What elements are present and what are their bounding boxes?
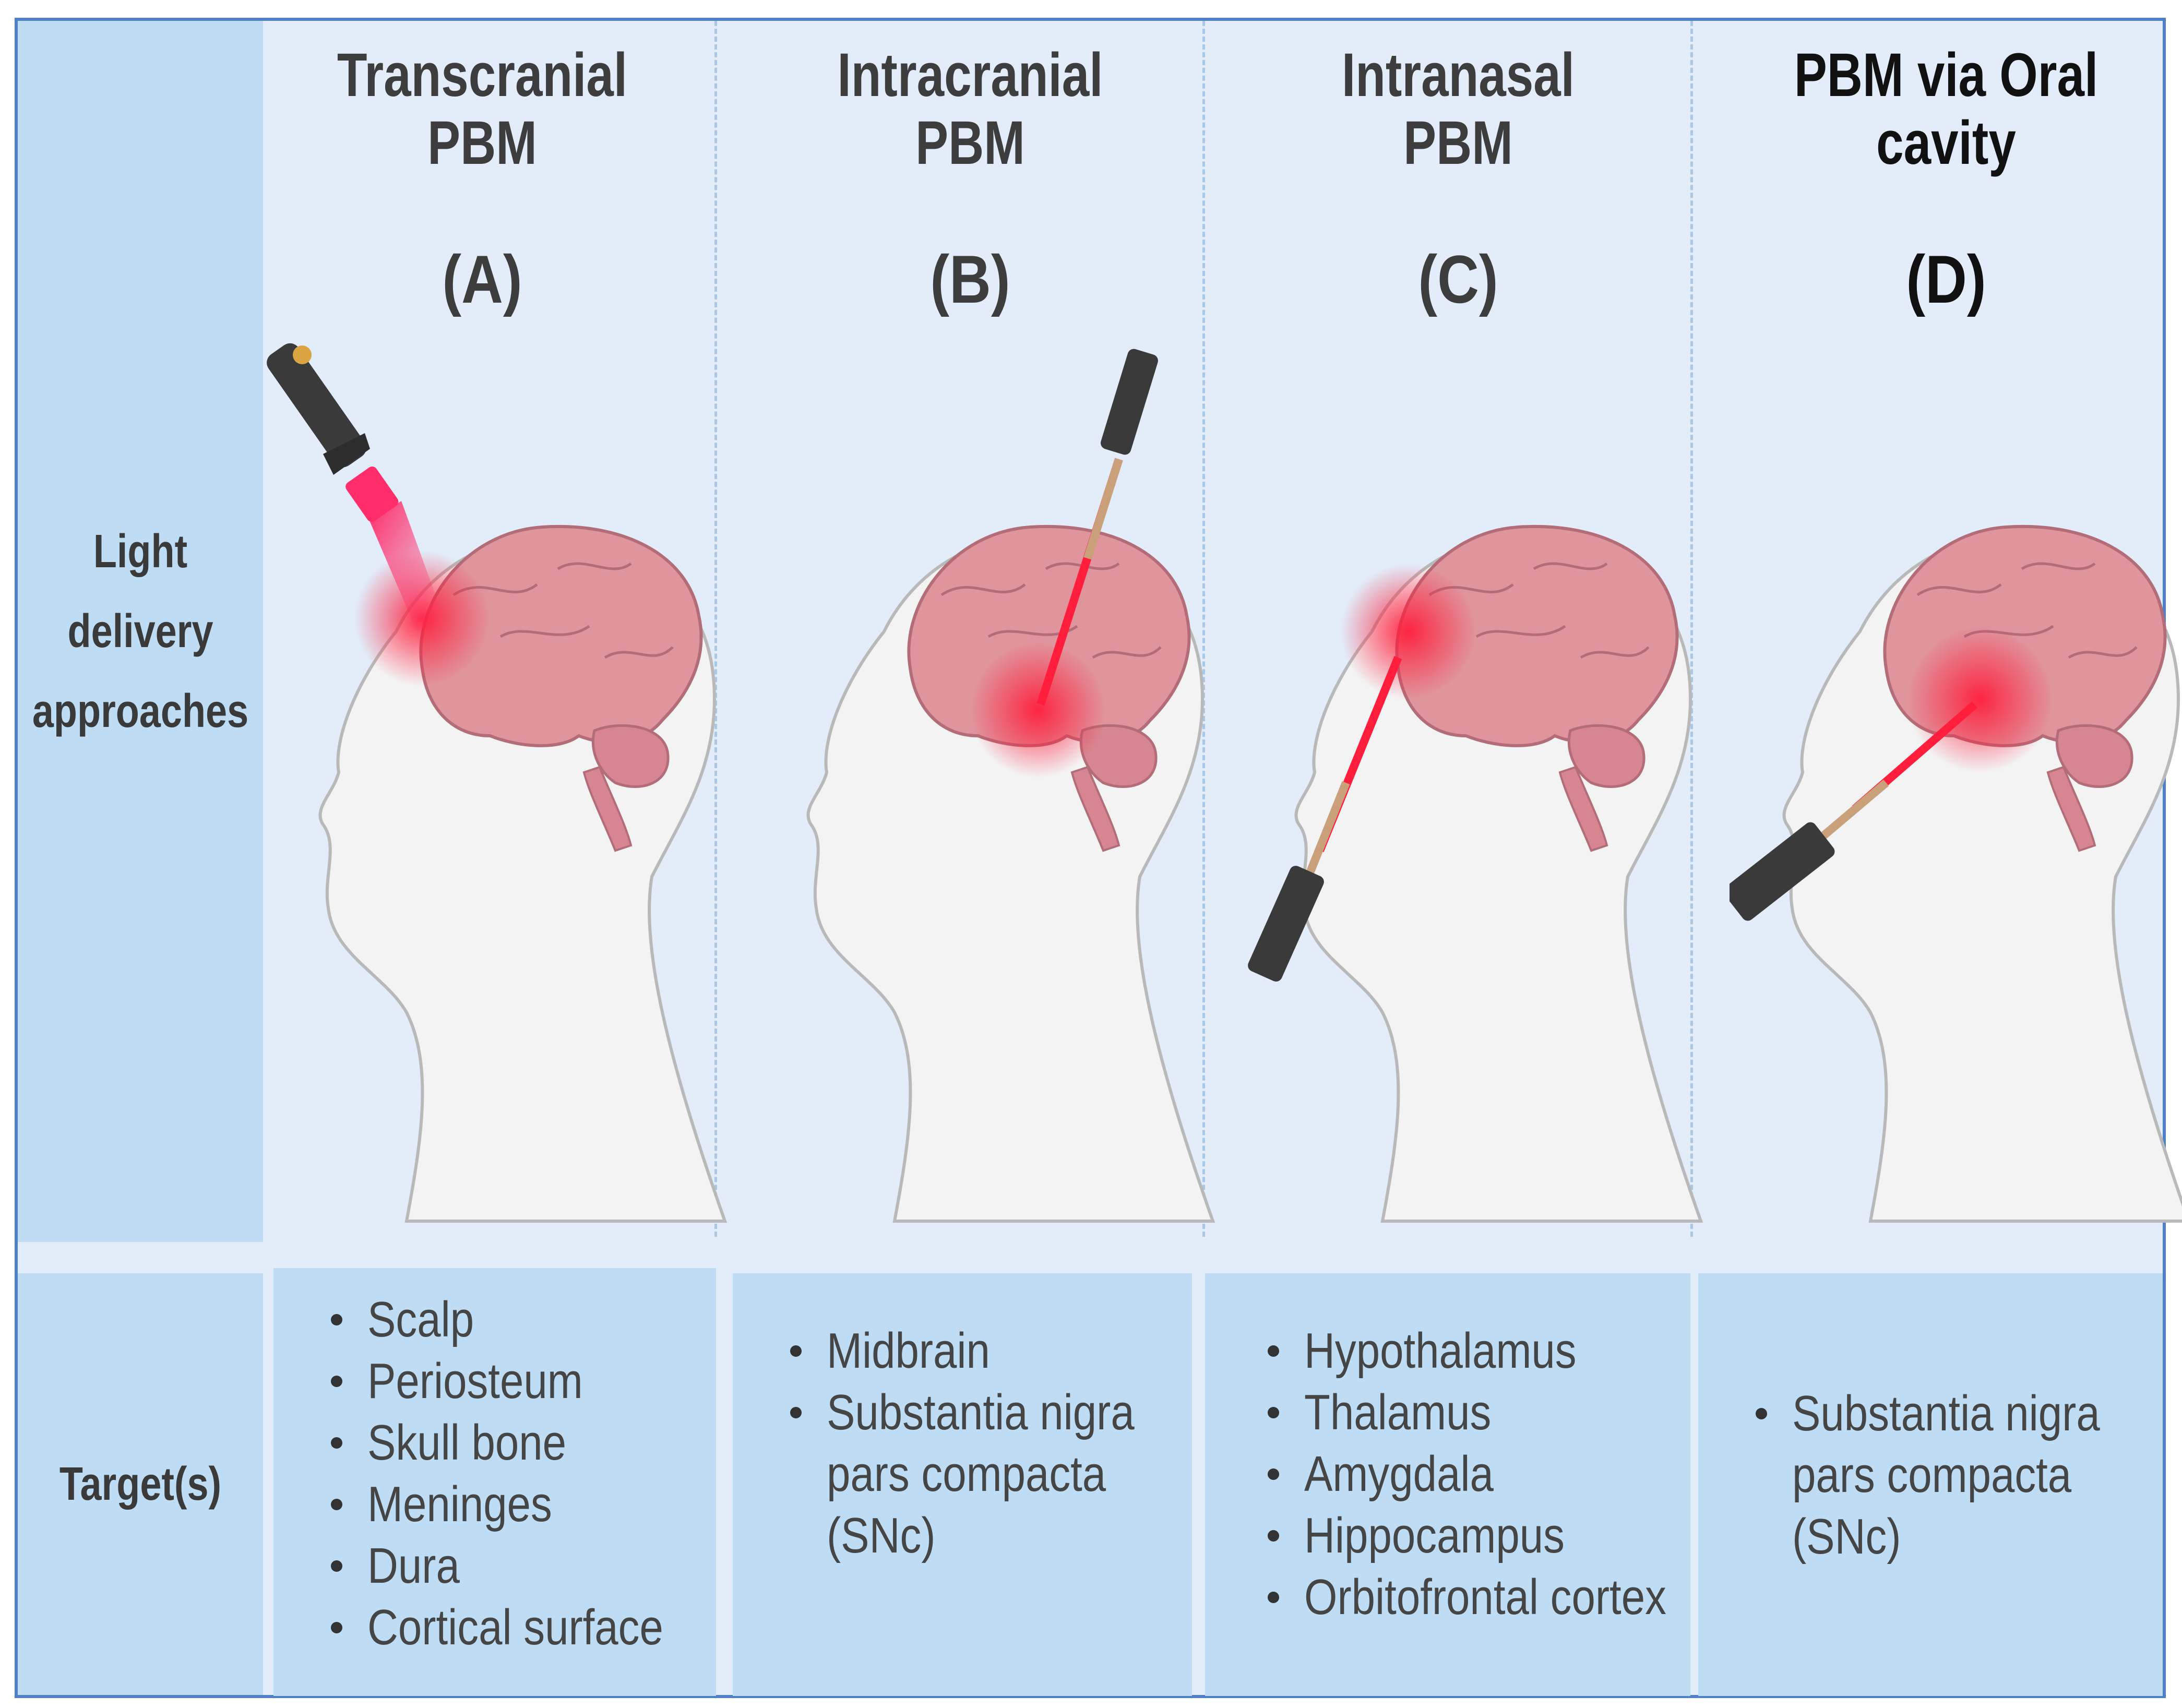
light-focus-glow [1341,564,1476,699]
oral-cavity-illustration [1730,525,2182,1223]
column-divider [714,21,717,1237]
fiber-probe-icon [1730,822,1835,921]
list-item: Hippocampus [1257,1505,1730,1567]
targets-row-label: Target(s) [59,1458,222,1510]
intranasal-illustration [1248,525,1703,1223]
list-item: Substantia nigra pars compacta (SNc) [780,1382,1189,1567]
cerebellum-icon [591,724,670,788]
column-title-intranasal: Intranasal PBM [1342,41,1575,177]
laser-beam [370,501,443,631]
targets-cell-oral-cavity: Substantia nigra pars compacta (SNc) [1698,1273,2163,1696]
approaches-row-label: Light delivery approaches [32,525,249,737]
list-item: Midbrain [780,1320,1189,1382]
list-item: Meninges [320,1474,716,1535]
list-item: Cortical surface [320,1597,716,1658]
figure-frame: Light delivery approaches Target(s) Tran… [15,18,2182,1698]
list-item: Skull bone [320,1412,716,1474]
panel-letter-b: (B) [930,241,1010,317]
cerebellum-icon [1567,724,1646,788]
fiber-probe-icon [1248,866,1324,982]
brain-icon [1395,525,1679,747]
column-title-intracranial: Intracranial PBM [837,41,1103,177]
targets-cell-intranasal: Hypothalamus Thalamus Amygdala Hippocamp… [1205,1273,1690,1696]
column-title-oral-cavity: PBM via Oral cavity [1794,41,2098,177]
targets-cell-transcranial: Scalp Periosteum Skull bone Meninges Dur… [273,1268,716,1696]
intracranial-illustration [806,349,1215,1223]
list-item: Scalp [320,1289,716,1351]
approaches-label-cell: Light delivery approaches [18,21,263,1242]
target-list-intranasal: Hypothalamus Thalamus Amygdala Hippocamp… [1257,1320,1730,1628]
list-item: Thalamus [1257,1382,1730,1443]
brainstem-icon [1558,766,1608,852]
transcranial-illustration [267,343,728,1223]
column-title-transcranial: Transcranial PBM [337,41,628,177]
fiber-probe-icon [1101,349,1158,455]
light-focus-glow [1907,626,2053,772]
brain-icon [419,525,703,747]
target-list-oral-cavity: Substantia nigra pars compacta (SNc) [1745,1383,2154,1568]
list-item: Periosteum [320,1351,716,1412]
list-item: Dura [320,1535,716,1597]
column-divider [1202,21,1205,1237]
target-list-transcranial: Scalp Periosteum Skull bone Meninges Dur… [320,1289,716,1658]
panel-letter-d: (D) [1906,241,1986,317]
cerebellum-icon [1079,724,1158,788]
panel-letter-a: (A) [442,241,522,317]
target-list-intracranial: Midbrain Substantia nigra pars compacta … [780,1320,1189,1567]
list-item: Hypothalamus [1257,1320,1730,1382]
cerebellum-icon [2055,724,2133,788]
list-item: Substantia nigra pars compacta (SNc) [1745,1383,2154,1568]
brainstem-icon [2046,766,2096,852]
panel-letter-c: (C) [1418,241,1498,317]
column-divider [1690,21,1693,1237]
targets-label-cell: Target(s) [18,1273,263,1695]
brainstem-icon [582,766,633,852]
list-item: Orbitofrontal cortex [1257,1567,1730,1628]
brainstem-icon [1070,766,1120,852]
laser-probe-icon [267,343,399,522]
targets-cell-intracranial: Midbrain Substantia nigra pars compacta … [733,1273,1192,1696]
list-item: Amygdala [1257,1443,1730,1505]
light-focus-glow [970,642,1106,778]
